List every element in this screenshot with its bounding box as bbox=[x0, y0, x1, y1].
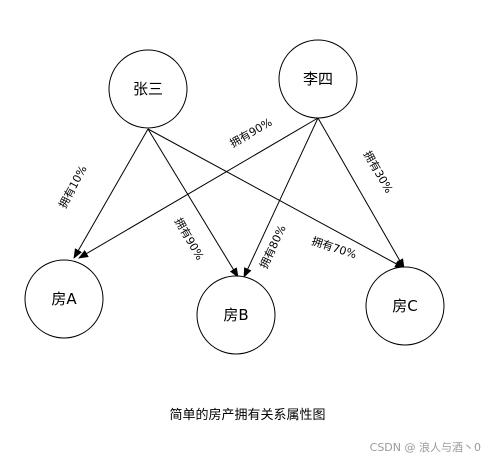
node-label-house-c: 房C bbox=[392, 297, 417, 315]
watermark: CSDN @ 浪人与酒丶0 bbox=[369, 441, 481, 454]
edge-label-zhangsan-house-a: 拥有10% bbox=[55, 163, 89, 211]
diagram-caption: 简单的房产拥有关系属性图 bbox=[169, 408, 326, 423]
node-house-c[interactable]: 房C bbox=[365, 266, 445, 346]
node-lisi[interactable]: 李四 bbox=[278, 39, 358, 119]
edge-zhangsan-house-b: 拥有90% bbox=[147, 128, 239, 278]
node-zhangsan[interactable]: 张三 bbox=[108, 49, 188, 129]
edge-label-lisi-house-a: 拥有90% bbox=[227, 115, 274, 150]
edge-zhangsan-house-a: 拥有10% bbox=[55, 128, 149, 259]
node-label-house-b: 房B bbox=[223, 306, 248, 324]
node-house-a[interactable]: 房A bbox=[24, 259, 104, 339]
nodes: 张三 李四 房A 房B 房C bbox=[24, 39, 445, 355]
edge-label-zhangsan-house-c: 拥有70% bbox=[310, 234, 359, 262]
edges: 拥有10% 拥有90% 拥有70% 拥有90% 拥有80% 拥有30% bbox=[55, 115, 405, 278]
edge-lisi-house-b: 拥有80% bbox=[243, 117, 319, 278]
edge-label-zhangsan-house-b: 拥有90% bbox=[172, 215, 207, 262]
node-label-lisi: 李四 bbox=[303, 70, 333, 88]
edge-label-lisi-house-b: 拥有80% bbox=[256, 223, 288, 271]
node-label-zhangsan: 张三 bbox=[133, 80, 163, 98]
node-house-b[interactable]: 房B bbox=[196, 275, 276, 355]
node-label-house-a: 房A bbox=[51, 290, 77, 308]
edge-label-lisi-house-c: 拥有30% bbox=[361, 148, 396, 195]
